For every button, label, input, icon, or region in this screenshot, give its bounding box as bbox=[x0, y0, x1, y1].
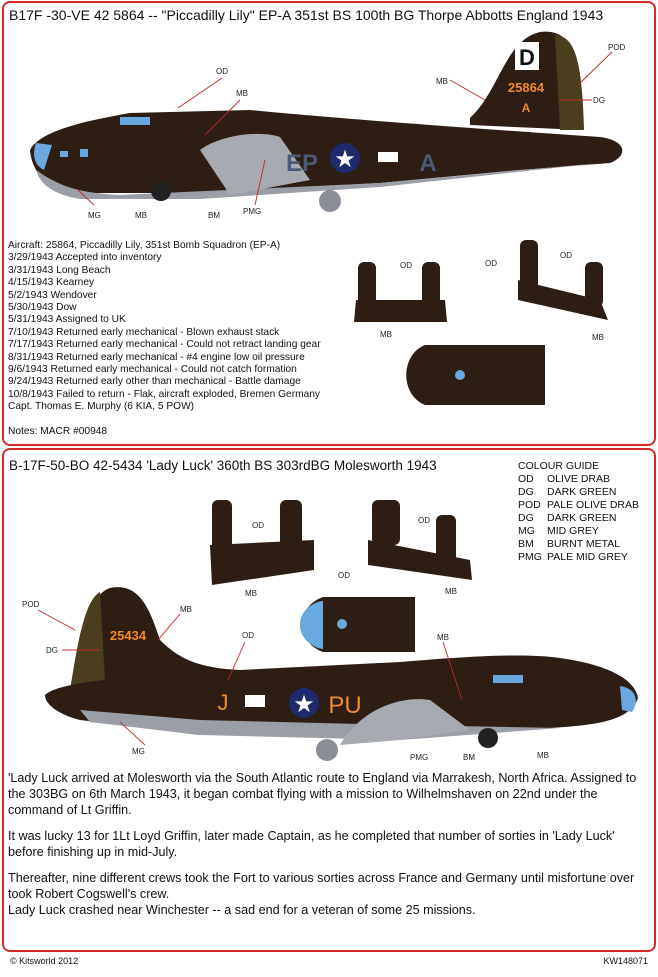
aircraft-1-history: Aircraft: 25864, Piccadilly Lily, 351st … bbox=[8, 240, 321, 438]
aircraft-1-profile: D 25864 A ★ EP A MG MB BM PMG OD MB MB P… bbox=[30, 31, 626, 405]
callout-od: OD bbox=[400, 261, 412, 270]
tail-code: A bbox=[522, 101, 531, 115]
aircraft-1-title: B17F -30-VE 42 5864 -- "Piccadilly Lily"… bbox=[9, 7, 604, 23]
aircraft-2-story: 'Lady Luck arrived at Molesworth via the… bbox=[8, 770, 653, 928]
history-line: 8/31/1943 Returned early mechanical - #4… bbox=[8, 351, 305, 363]
callout-mb: MB bbox=[592, 333, 604, 342]
name: DARK GREEN bbox=[547, 486, 617, 498]
history-line: 5/2/1943 Wendover bbox=[8, 289, 97, 301]
callout-pod: POD bbox=[608, 43, 626, 52]
engine-nacelles-1: OD MB bbox=[354, 261, 447, 339]
colour-guide-item: MG MID GREY bbox=[518, 525, 639, 538]
callout-mb-tail: MB bbox=[436, 77, 448, 86]
colour-guide-item: BM BURNT METAL bbox=[518, 538, 639, 551]
callout-od: OD bbox=[216, 67, 228, 76]
code: DG bbox=[518, 512, 534, 524]
name: BURNT METAL bbox=[547, 538, 621, 550]
colour-guide-item: POD PALE OLIVE DRAB bbox=[518, 499, 639, 512]
panel-aircraft-1 bbox=[2, 1, 656, 446]
notes: Notes: MACR #00948 bbox=[8, 425, 108, 437]
fuselage bbox=[30, 110, 623, 193]
history-line: 9/24/1943 Returned early other than mech… bbox=[8, 376, 301, 388]
callout-bm: BM bbox=[208, 211, 220, 220]
aircraft-1-fuselage-group: ★ EP A MG MB BM PMG bbox=[30, 110, 623, 220]
aircraft-2-title: B-17F-50-BO 42-5434 'Lady Luck' 360th BS… bbox=[9, 458, 437, 473]
story-paragraph: Lady Luck crashed near Winchester -- a s… bbox=[8, 903, 476, 917]
history-line: 9/6/1943 Returned early mechanical - Cou… bbox=[8, 364, 297, 376]
story-paragraph: 'Lady Luck arrived at Molesworth via the… bbox=[8, 771, 637, 817]
history-line: 5/31/1943 Assigned to UK bbox=[8, 314, 126, 326]
fuselage-code-left: EP bbox=[286, 150, 318, 177]
tail-serial: 25864 bbox=[508, 80, 545, 95]
history-line: 5/30/1943 Dow bbox=[8, 302, 77, 314]
callout-mb: MB bbox=[380, 330, 392, 339]
name: DARK GREEN bbox=[547, 512, 617, 524]
name: MID GREY bbox=[547, 525, 599, 537]
name: PALE MID GREY bbox=[547, 551, 628, 563]
callout-mb-engine: MB bbox=[135, 211, 147, 220]
code: MG bbox=[518, 525, 535, 537]
history-line: 10/8/1943 Failed to return - Flak, aircr… bbox=[8, 388, 321, 400]
code: PMG bbox=[518, 551, 542, 563]
colour-guide-item: OD OLIVE DRAB bbox=[518, 473, 639, 486]
history-line: Capt. Thomas E. Murphy (6 KIA, 5 POW) bbox=[8, 401, 195, 413]
colour-guide-title: COLOUR GUIDE bbox=[518, 460, 600, 472]
code: DG bbox=[518, 486, 534, 498]
engine-nacelles-2: OD MB bbox=[518, 240, 608, 342]
story-paragraph: Thereafter, nine different crews took th… bbox=[8, 871, 635, 901]
history-line: 4/15/1943 Kearney bbox=[8, 277, 95, 289]
code: POD bbox=[518, 499, 541, 511]
nose-top-view: OD bbox=[406, 259, 545, 405]
copyright: © Kitsworld 2012 bbox=[10, 956, 79, 966]
tail-letter: D bbox=[519, 45, 535, 70]
callout-mg: MG bbox=[88, 211, 101, 220]
code: OD bbox=[518, 473, 534, 485]
tail-fin bbox=[470, 31, 582, 131]
colour-guide-item: PMG PALE MID GREY bbox=[518, 551, 639, 564]
history-line: 7/10/1943 Returned early mechanical - Bl… bbox=[8, 326, 280, 338]
history-line: 3/31/1943 Long Beach bbox=[8, 264, 111, 276]
underside bbox=[36, 163, 600, 199]
code: BM bbox=[518, 538, 534, 550]
callout-od: OD bbox=[560, 251, 572, 260]
callout-pmg: PMG bbox=[243, 207, 261, 216]
name: PALE OLIVE DRAB bbox=[547, 499, 640, 511]
history-line: 3/29/1943 Accepted into inventory bbox=[8, 252, 162, 264]
colour-guide-item: DG DARK GREEN bbox=[518, 486, 639, 499]
wing bbox=[200, 133, 310, 195]
history-line: 7/17/1943 Returned early mechanical - Co… bbox=[8, 339, 321, 351]
callout-od: OD bbox=[485, 259, 497, 268]
story-paragraph: It was lucky 13 for 1Lt Loyd Griffin, la… bbox=[8, 829, 615, 859]
panel-aircraft-2 bbox=[2, 448, 656, 952]
name: OLIVE DRAB bbox=[547, 473, 611, 485]
product-code: KW148071 bbox=[603, 956, 648, 966]
fuselage-code-right: A bbox=[419, 150, 436, 177]
svg-text:★: ★ bbox=[334, 146, 356, 173]
callout-dg: DG bbox=[593, 96, 605, 105]
colour-guide: COLOUR GUIDE OD OLIVE DRAB DG DARK GREEN P… bbox=[518, 460, 639, 564]
rudder bbox=[555, 35, 584, 130]
callout-mb: MB bbox=[236, 89, 248, 98]
history-line: Aircraft: 25864, Piccadilly Lily, 351st … bbox=[8, 240, 281, 251]
colour-guide-item: DG DARK GREEN bbox=[518, 512, 639, 525]
